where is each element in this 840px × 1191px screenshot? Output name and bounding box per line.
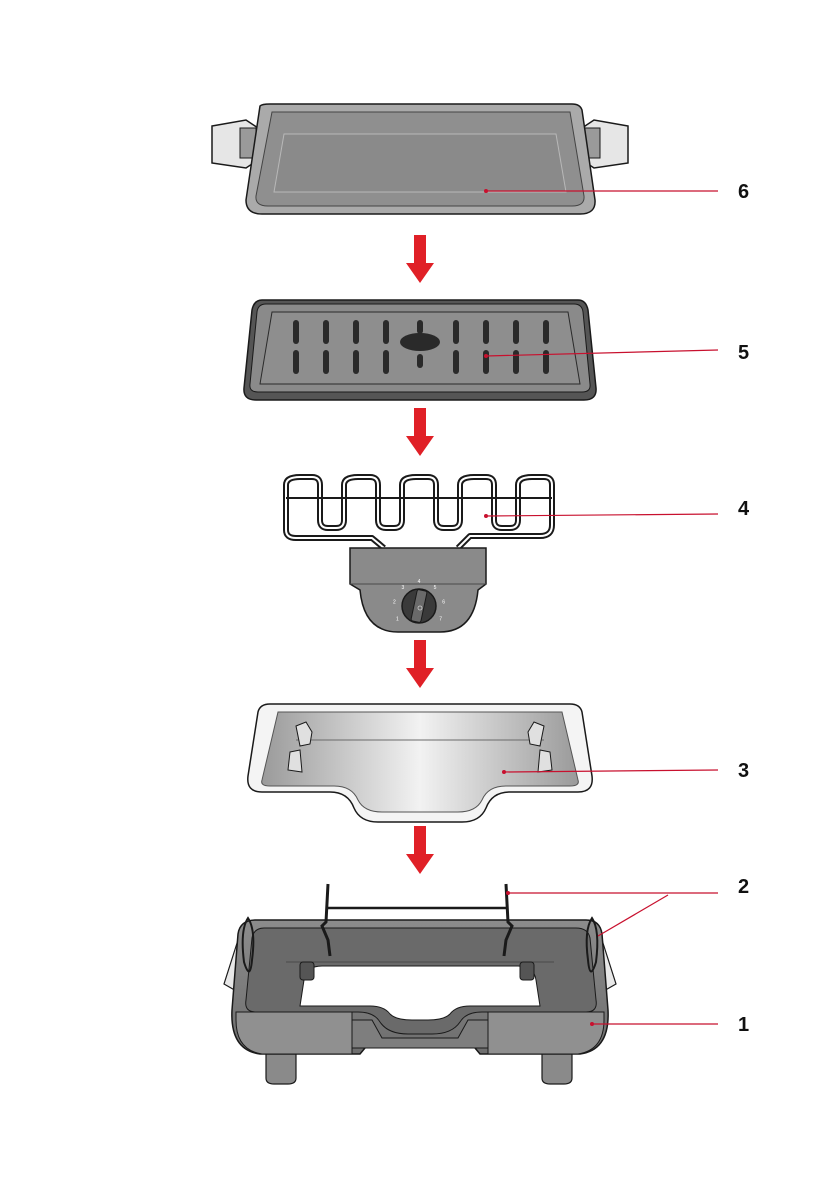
drip-tray-clip-right-lower <box>538 750 552 772</box>
grill-slot-8 <box>543 320 549 344</box>
grill-center-slot-top <box>417 320 423 334</box>
assembly-arrow-4 <box>406 826 434 874</box>
dial-label-5: 5 <box>434 585 437 591</box>
assembly-arrow-3 <box>406 640 434 688</box>
assembly-arrow-2 <box>406 408 434 456</box>
grill-slot-12 <box>383 350 389 374</box>
grill-slot-5 <box>453 320 459 344</box>
heating-coil-return <box>286 494 384 548</box>
grill-slot-15 <box>513 350 519 374</box>
part-5-grill-plate <box>244 300 596 400</box>
grill-slot-10 <box>323 350 329 374</box>
dial-label-1: 1 <box>396 617 399 623</box>
grill-slot-16 <box>543 350 549 374</box>
part-6-top-tray <box>212 104 628 214</box>
callout-number-3: 3 <box>738 760 749 782</box>
grill-slot-2 <box>323 320 329 344</box>
grill-slot-14 <box>483 350 489 374</box>
grill-slot-4 <box>383 320 389 344</box>
leader-line-2b <box>598 895 668 936</box>
callout-number-2: 2 <box>738 876 749 898</box>
grill-slot-9 <box>293 350 299 374</box>
dial-label-3: 3 <box>402 585 405 591</box>
part-4-heating-element: 1 2 3 4 5 6 7 <box>286 477 552 632</box>
grill-slot-11 <box>353 350 359 374</box>
grill-slot-1 <box>293 320 299 344</box>
callout-number-6: 6 <box>738 181 749 203</box>
part-1-base <box>224 920 616 1084</box>
assembly-arrow-1 <box>406 235 434 283</box>
base-front-bumper-left <box>236 1012 352 1054</box>
callout-number-1: 1 <box>738 1014 749 1036</box>
base-post-left <box>300 962 314 980</box>
grill-slot-6 <box>483 320 489 344</box>
grill-slot-13 <box>453 350 459 374</box>
grill-slot-3 <box>353 320 359 344</box>
leader-dot-5 <box>484 354 488 358</box>
top-tray-floor <box>274 134 566 192</box>
dial-label-6: 6 <box>442 600 445 606</box>
drip-tray-clip-left-lower <box>288 750 302 772</box>
callout-number-5: 5 <box>738 342 749 364</box>
callout-4: 4 <box>484 498 750 520</box>
leader-dot-4 <box>484 514 488 518</box>
leader-dot-6 <box>484 189 488 193</box>
leader-dot-2 <box>506 891 510 895</box>
dial-label-7: 7 <box>439 617 442 623</box>
base-post-right <box>520 962 534 980</box>
part-3-drip-tray <box>248 704 592 822</box>
base-front-bumper-right <box>488 1012 604 1054</box>
callout-1: 1 <box>590 1014 749 1036</box>
leader-dot-3 <box>502 770 506 774</box>
grill-center-slot-bottom <box>417 354 423 368</box>
grill-slot-7 <box>513 320 519 344</box>
callout-number-4: 4 <box>738 498 750 520</box>
dial-label-4: 4 <box>418 579 421 585</box>
dial-label-2: 2 <box>393 600 396 606</box>
leader-dot-1 <box>590 1022 594 1026</box>
grill-center-vent <box>400 333 440 351</box>
